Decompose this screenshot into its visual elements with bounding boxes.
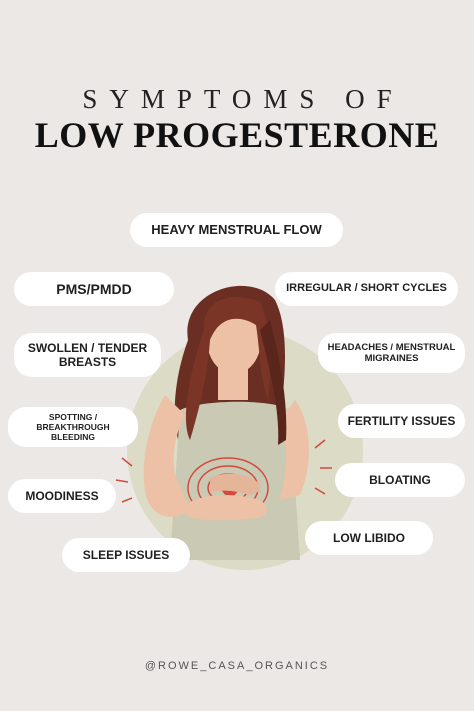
symptom-spotting-bleeding: SPOTTING / BREAKTHROUGH BLEEDING [8, 407, 138, 447]
page-subtitle: SYMPTOMS OF [82, 84, 404, 114]
symptom-moodiness: MOODINESS [8, 479, 116, 513]
page-title: LOW PROGESTERONE [34, 115, 440, 155]
hands [185, 495, 267, 521]
symptom-fertility-issues: FERTILITY ISSUES [338, 404, 465, 438]
symptom-bloating: BLOATING [335, 463, 465, 497]
symptom-sleep-issues: SLEEP ISSUES [62, 538, 190, 572]
symptom-swollen-breasts: SWOLLEN / TENDER BREASTS [14, 333, 161, 377]
hair-front [185, 297, 270, 440]
right-arm [280, 400, 310, 500]
woman-illustration [115, 285, 363, 570]
social-handle: @ROWE_CASA_ORGANICS [144, 660, 330, 672]
symptom-pms-pmdd: PMS/PMDD [14, 272, 174, 306]
symptom-irregular-cycles: IRREGULAR / SHORT CYCLES [275, 272, 458, 306]
hand-top [210, 473, 261, 495]
symptom-headaches-migraines: HEADACHES / MENSTRUAL MIGRAINES [318, 333, 465, 373]
left-arm [143, 395, 190, 518]
symptom-heavy-menstrual-flow: HEAVY MENSTRUAL FLOW [130, 213, 343, 247]
hair-strand [260, 320, 287, 445]
pain-lines [115, 439, 332, 503]
symptom-low-libido: LOW LIBIDO [305, 521, 433, 555]
